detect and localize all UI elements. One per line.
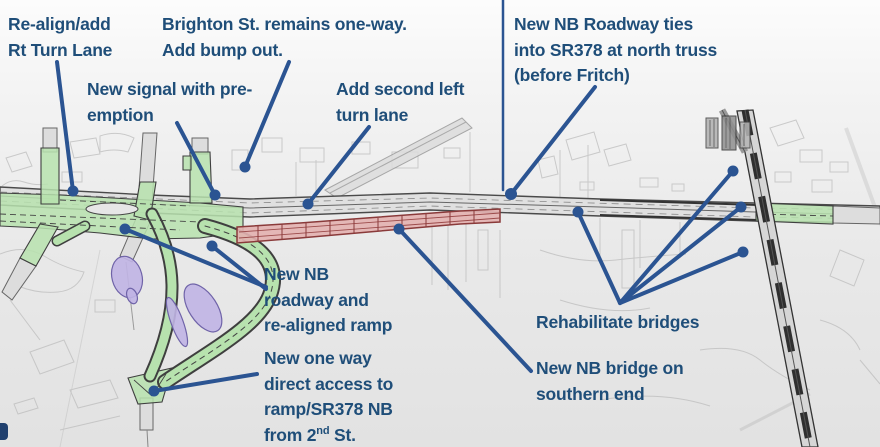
callout-rehabilitate-bridges: Rehabilitate bridges (536, 310, 699, 336)
callout-line: turn lane (336, 104, 409, 125)
callout-new-signal: New signal with pre- emption (87, 77, 252, 128)
callout-line: re-aligned ramp (264, 315, 393, 335)
callout-new-nb-roadway-ramp: New NB roadway and re-aligned ramp (264, 262, 392, 339)
callout-realign-rt-turn: Re-align/add Rt Turn Lane (8, 12, 112, 63)
callout-line: ramp/SR378 NB (264, 399, 393, 419)
leader-lines (55, 0, 745, 393)
callout-line: (before Fritch) (514, 65, 630, 85)
ponds (110, 255, 223, 348)
ordinal-superscript: nd (316, 424, 330, 437)
diagonal-truss-road (718, 108, 819, 447)
buildings-top-right (705, 115, 751, 151)
leader-dots (67, 161, 749, 397)
callout-line: direct access to (264, 373, 394, 394)
callout-line: Add second left (336, 79, 465, 99)
callout-line: from 2nd St. (264, 424, 356, 445)
callout-line: roadway and (264, 289, 369, 310)
callout-line: emption (87, 104, 154, 125)
callout-line: Rt Turn Lane (8, 39, 113, 60)
callout-brighton-st: Brighton St. remains one-way. Add bump o… (162, 12, 407, 63)
callout-one-way-access: New one way direct access to ramp/SR378 … (264, 346, 393, 447)
callout-line: New one way (264, 348, 372, 368)
callout-line: Re-align/add (8, 14, 111, 34)
callout-new-nb-bridge: New NB bridge on southern end (536, 356, 684, 407)
callout-line: New NB (264, 264, 329, 284)
existing-ramp-structure (324, 117, 473, 199)
callout-line: Rehabilitate bridges (536, 312, 700, 332)
callout-line: New signal with pre- (87, 79, 253, 99)
callout-line: Brighton St. remains one-way. (162, 14, 407, 34)
callout-line: Add bump out. (162, 39, 283, 60)
corridor-lane-lines (0, 199, 834, 397)
callout-second-left-turn: Add second left turn lane (336, 77, 464, 128)
callout-nb-roadway-ties: New NB Roadway ties into SR378 at north … (514, 12, 717, 89)
callout-line: into SR378 at north truss (514, 39, 718, 60)
callout-line: New NB Roadway ties (514, 14, 694, 34)
callout-line: New NB bridge on (536, 358, 684, 378)
player-overlay-sliver (0, 423, 8, 440)
callout-line: southern end (536, 383, 645, 404)
